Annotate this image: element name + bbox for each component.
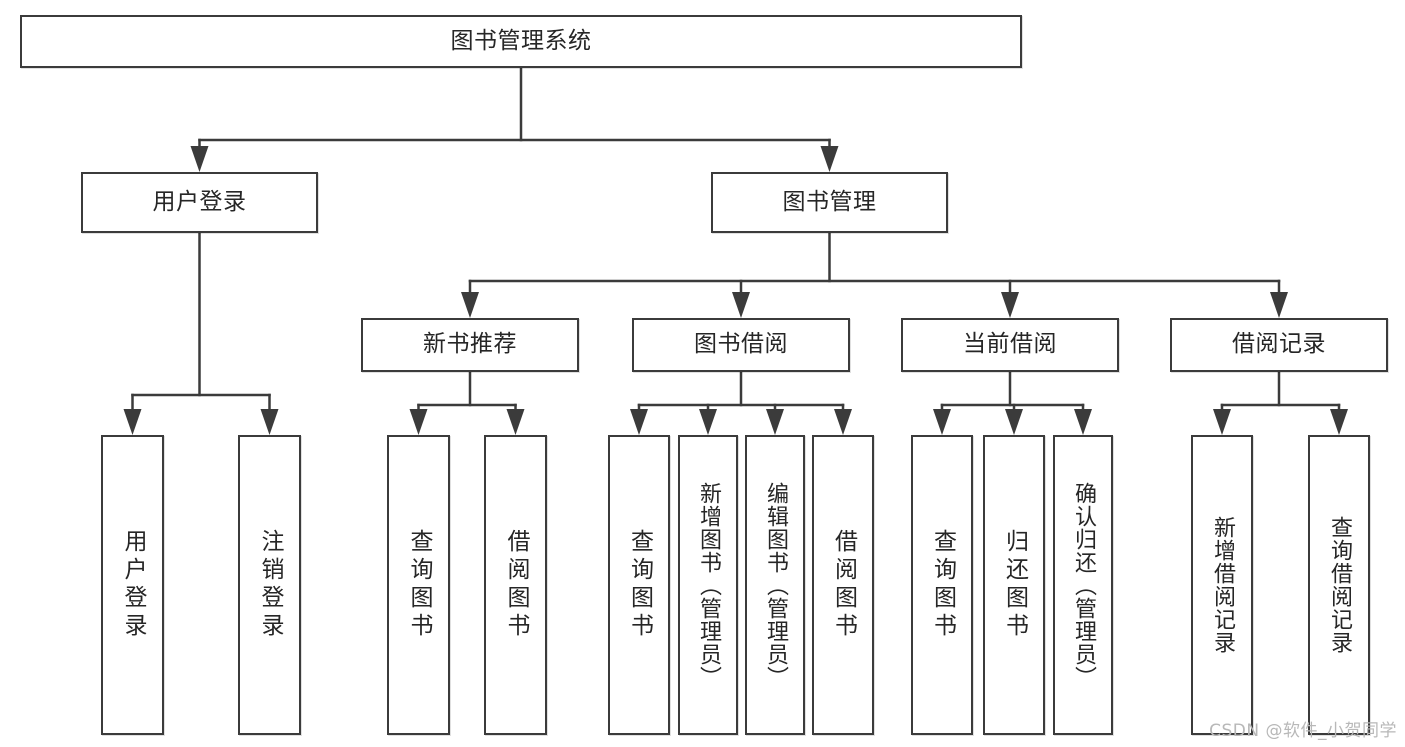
arrow-head-icon-leaf-borrow-book-recommend <box>506 409 525 435</box>
node-box-leaf-user-login[interactable]: 用户登录 <box>101 435 164 735</box>
arrow-head-icon-leaf-add-book-admin <box>699 409 717 435</box>
node-box-leaf-query-book-current[interactable]: 查询图书 <box>911 435 973 735</box>
arrow-head-icon-leaf-query-borrow-record <box>1330 409 1348 435</box>
node-box-leaf-add-book-admin[interactable]: 新增图书（管理员） <box>678 435 738 735</box>
arrow-head-icon-leaf-query-book-recommend <box>409 409 428 435</box>
arrow-head-icon-user-login <box>190 146 209 172</box>
node-box-leaf-borrow-book[interactable]: 借阅图书 <box>812 435 874 735</box>
arrow-head-icon-leaf-query-book-current <box>933 409 951 435</box>
node-box-leaf-add-borrow-record[interactable]: 新增借阅记录 <box>1191 435 1253 735</box>
arrow-head-icon-leaf-confirm-return-admin <box>1074 409 1092 435</box>
node-box-leaf-logout[interactable]: 注销登录 <box>238 435 301 735</box>
node-label-book-management: 图书管理 <box>782 188 877 215</box>
arrow-head-icon-leaf-return-book <box>1005 409 1023 435</box>
node-label-book-borrow: 图书借阅 <box>694 331 788 358</box>
node-label-root: 图书管理系统 <box>450 27 592 54</box>
csdn-watermark: CSDN @软件_小贺同学 <box>1209 721 1397 741</box>
node-label-leaf-logout: 注销登录 <box>257 529 283 641</box>
node-box-leaf-query-book-recommend[interactable]: 查询图书 <box>387 435 450 735</box>
arrow-head-icon-current-borrow <box>1001 292 1019 318</box>
node-label-new-book-recommend: 新书推荐 <box>423 331 517 358</box>
node-label-leaf-add-book-admin: 新增图书（管理员） <box>696 481 721 689</box>
node-box-root[interactable]: 图书管理系统 <box>20 15 1022 68</box>
node-label-leaf-edit-book-admin: 编辑图书（管理员） <box>763 481 788 689</box>
node-label-leaf-query-book-current: 查询图书 <box>929 529 956 641</box>
node-box-user-login[interactable]: 用户登录 <box>81 172 318 233</box>
arrow-head-icon-leaf-user-login <box>123 409 142 435</box>
node-label-user-login: 用户登录 <box>152 188 247 215</box>
node-box-book-borrow[interactable]: 图书借阅 <box>632 318 850 372</box>
node-box-current-borrow[interactable]: 当前借阅 <box>901 318 1119 372</box>
arrow-head-icon-leaf-logout <box>260 409 279 435</box>
node-label-leaf-return-book: 归还图书 <box>1001 529 1028 641</box>
node-label-leaf-user-login: 用户登录 <box>120 529 146 641</box>
node-box-leaf-borrow-book-recommend[interactable]: 借阅图书 <box>484 435 547 735</box>
arrow-head-icon-book-borrow <box>732 292 750 318</box>
arrow-head-icon-leaf-edit-book-admin <box>766 409 784 435</box>
node-label-leaf-query-borrow-record: 查询借阅记录 <box>1327 516 1352 654</box>
node-box-leaf-confirm-return-admin[interactable]: 确认归还（管理员） <box>1053 435 1113 735</box>
arrow-head-icon-leaf-borrow-book <box>834 409 852 435</box>
node-box-new-book-recommend[interactable]: 新书推荐 <box>361 318 579 372</box>
node-box-book-management[interactable]: 图书管理 <box>711 172 948 233</box>
node-label-leaf-borrow-book-recommend: 借阅图书 <box>503 529 529 641</box>
node-box-leaf-return-book[interactable]: 归还图书 <box>983 435 1045 735</box>
node-label-leaf-borrow-book: 借阅图书 <box>830 529 857 641</box>
node-label-leaf-query-book-recommend: 查询图书 <box>406 529 432 641</box>
node-box-leaf-query-book-borrow[interactable]: 查询图书 <box>608 435 670 735</box>
arrow-head-icon-borrow-record <box>1270 292 1288 318</box>
node-label-current-borrow: 当前借阅 <box>963 331 1057 358</box>
node-box-leaf-edit-book-admin[interactable]: 编辑图书（管理员） <box>745 435 805 735</box>
node-label-leaf-query-book-borrow: 查询图书 <box>626 529 653 641</box>
arrow-head-icon-leaf-add-borrow-record <box>1213 409 1231 435</box>
arrow-head-icon-leaf-query-book-borrow <box>630 409 648 435</box>
node-label-leaf-add-borrow-record: 新增借阅记录 <box>1210 516 1235 654</box>
node-box-borrow-record[interactable]: 借阅记录 <box>1170 318 1388 372</box>
node-box-leaf-query-borrow-record[interactable]: 查询借阅记录 <box>1308 435 1370 735</box>
node-label-leaf-confirm-return-admin: 确认归还（管理员） <box>1071 481 1096 689</box>
node-label-borrow-record: 借阅记录 <box>1232 331 1326 358</box>
arrow-head-icon-new-book-recommend <box>461 292 479 318</box>
arrow-head-icon-book-management <box>820 146 839 172</box>
